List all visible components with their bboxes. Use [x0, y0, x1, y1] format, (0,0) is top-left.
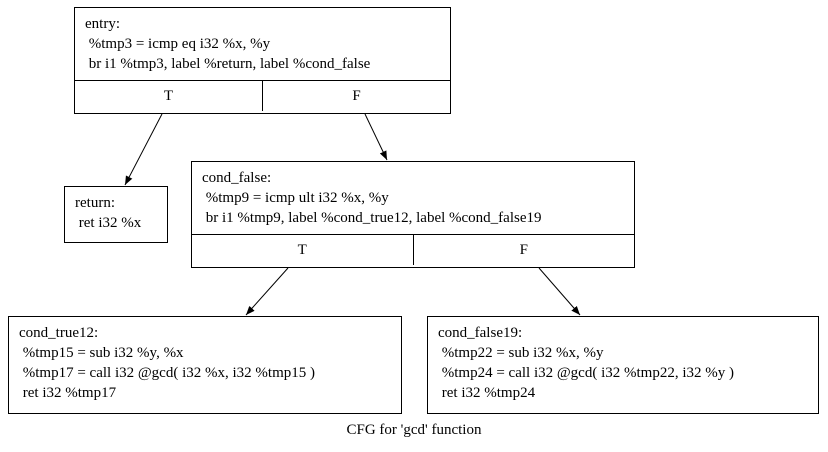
- node-cond-false19-line: %tmp22 = sub i32 %x, %y: [438, 345, 604, 361]
- node-entry-ports: T F: [75, 80, 450, 111]
- node-cond-false-body: cond_false: %tmp9 = icmp ult i32 %x, %y …: [192, 162, 634, 234]
- node-cond-true12-line: %tmp17 = call i32 @gcd( i32 %x, i32 %tmp…: [19, 365, 315, 381]
- edge-cond-false-t-to-cond-true12: [245, 267, 289, 316]
- node-entry: entry: %tmp3 = icmp eq i32 %x, %y br i1 …: [74, 7, 451, 114]
- node-cond-false-line: br i1 %tmp9, label %cond_true12, label %…: [202, 210, 542, 226]
- node-return-label: return:: [75, 195, 115, 211]
- port-cond-false-false: F: [412, 235, 635, 265]
- node-return: return: ret i32 %x: [64, 186, 168, 243]
- port-entry-true: T: [163, 88, 174, 104]
- node-cond-false19-line: %tmp24 = call i32 @gcd( i32 %tmp22, i32 …: [438, 365, 734, 381]
- node-return-body: return: ret i32 %x: [65, 187, 167, 239]
- node-cond-false: cond_false: %tmp9 = icmp ult i32 %x, %y …: [191, 161, 635, 268]
- node-entry-line: %tmp3 = icmp eq i32 %x, %y: [85, 36, 271, 52]
- node-cond-false19-line: ret i32 %tmp24: [438, 385, 536, 401]
- node-cond-true12-line: ret i32 %tmp17: [19, 385, 117, 401]
- node-entry-body: entry: %tmp3 = icmp eq i32 %x, %y br i1 …: [75, 8, 450, 80]
- node-cond-false-ports: T F: [192, 234, 634, 265]
- node-cond-false19: cond_false19: %tmp22 = sub i32 %x, %y %t…: [427, 316, 819, 414]
- node-cond-true12: cond_true12: %tmp15 = sub i32 %y, %x %tm…: [8, 316, 402, 414]
- edge-entry-f-to-cond-false: [364, 113, 388, 161]
- node-cond-false19-label: cond_false19:: [438, 325, 523, 341]
- node-cond-true12-body: cond_true12: %tmp15 = sub i32 %y, %x %tm…: [9, 317, 401, 409]
- node-entry-label: entry:: [85, 16, 120, 32]
- node-entry-line: br i1 %tmp3, label %return, label %cond_…: [85, 56, 371, 72]
- node-cond-false19-body: cond_false19: %tmp22 = sub i32 %x, %y %t…: [428, 317, 818, 409]
- node-cond-false-label: cond_false:: [202, 170, 272, 186]
- node-return-line: ret i32 %x: [75, 215, 142, 231]
- edge-cond-false-f-to-cond-false19: [538, 267, 581, 316]
- node-cond-false-line: %tmp9 = icmp ult i32 %x, %y: [202, 190, 389, 206]
- node-cond-true12-label: cond_true12:: [19, 325, 99, 341]
- port-entry-false: F: [262, 81, 450, 111]
- port-cond-false-true: T: [297, 242, 307, 258]
- node-cond-true12-line: %tmp15 = sub i32 %y, %x: [19, 345, 184, 361]
- edge-entry-t-to-return: [124, 113, 163, 186]
- diagram-caption: CFG for 'gcd' function: [346, 422, 482, 438]
